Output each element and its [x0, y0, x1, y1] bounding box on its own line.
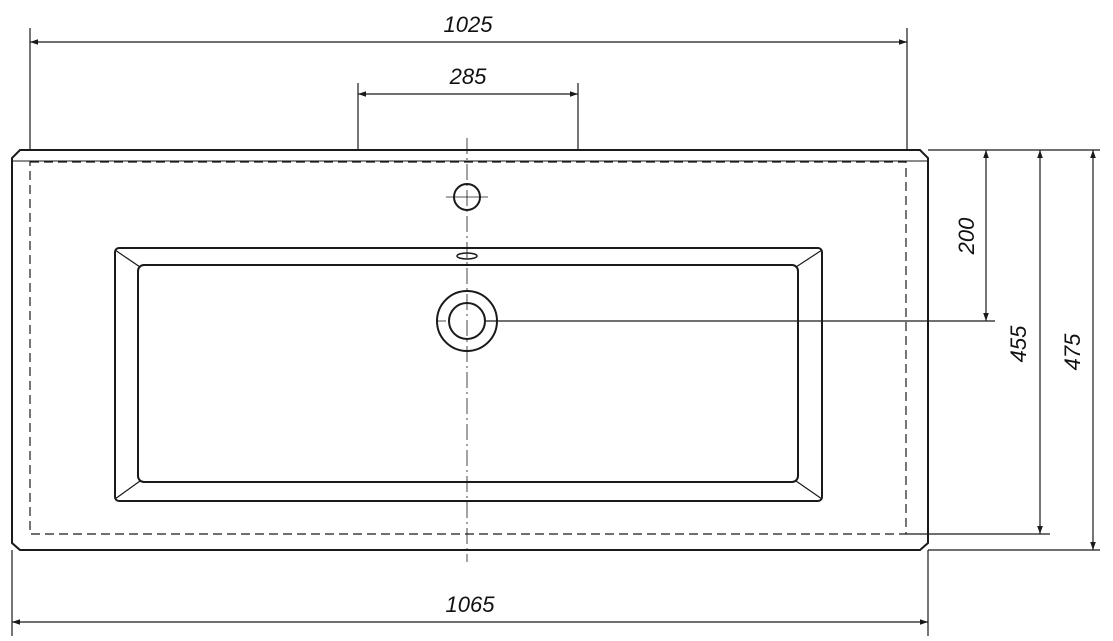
basin-outer-rim: [114, 247, 823, 502]
basin: [114, 247, 823, 502]
dimension-bottom-overall: [11, 550, 929, 636]
dimension-label-1025: 1025: [444, 12, 494, 37]
dimension-top-overall: [29, 28, 908, 150]
dimension-label-200: 200: [954, 217, 979, 255]
cabinet-dashed-outline: [29, 161, 907, 535]
dimension-label-1065: 1065: [446, 592, 496, 617]
dimension-tap-zone: [357, 83, 579, 150]
right-extension-lines: [486, 149, 1100, 551]
countertop-outline: [11, 149, 929, 551]
dimension-label-285: 285: [449, 64, 487, 89]
basin-inner-bowl: [137, 264, 799, 483]
dimension-label-455: 455: [1006, 325, 1031, 362]
dimension-label-475: 475: [1060, 333, 1085, 370]
